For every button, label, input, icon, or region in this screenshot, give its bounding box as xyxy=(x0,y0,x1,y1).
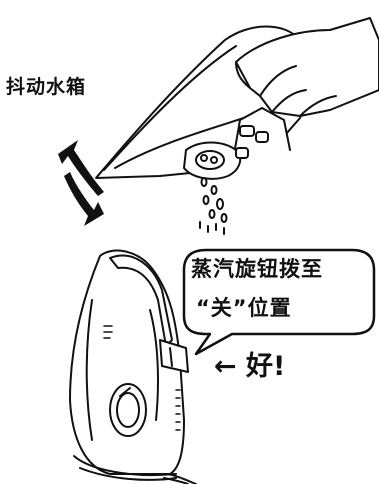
shake-arrows-icon xyxy=(58,140,104,226)
hand-shaking-iron-drawing xyxy=(95,17,379,235)
speech-bubble xyxy=(182,248,376,356)
ok-arrow-label: ← 好! xyxy=(214,351,286,382)
steam-knob-instruction-line2: “关”位置 xyxy=(196,296,292,320)
shake-tank-caption: 抖动水箱 xyxy=(6,76,87,98)
steam-knob-instruction-line1: 蒸汽旋钮拨至 xyxy=(191,257,323,281)
upright-iron-drawing xyxy=(69,249,197,484)
